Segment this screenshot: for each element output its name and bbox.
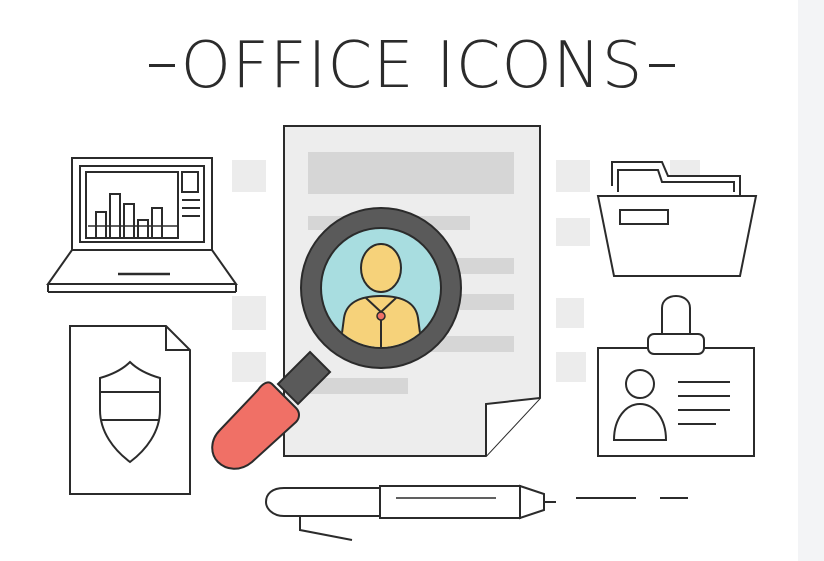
right-edge-strip bbox=[798, 0, 824, 561]
id-badge-icon bbox=[597, 295, 755, 457]
page-title: OFFICE ICONS bbox=[0, 26, 824, 106]
title-dash-left bbox=[148, 64, 175, 67]
folder-icon bbox=[596, 161, 758, 277]
title-dash-right bbox=[649, 64, 676, 67]
pen-icon bbox=[264, 484, 688, 541]
magnifier-user-icon bbox=[211, 207, 462, 470]
laptop-chart-icon bbox=[46, 157, 238, 293]
shield-document-icon bbox=[69, 325, 191, 495]
title-text: OFFICE ICONS bbox=[180, 29, 644, 103]
